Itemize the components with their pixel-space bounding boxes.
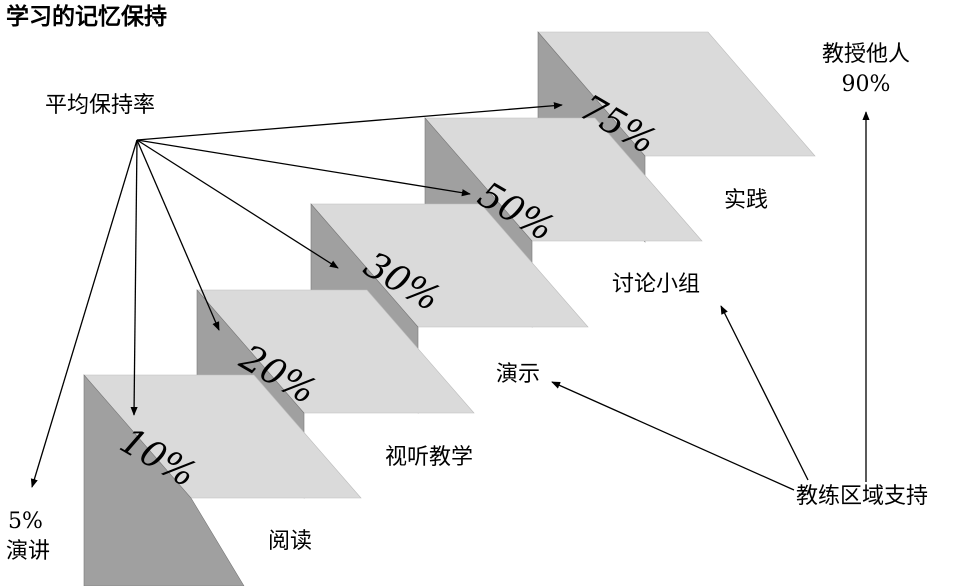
arrow-to-discussion	[720, 305, 809, 481]
diagram-title: 学习的记忆保持	[6, 3, 167, 30]
arrow-to-demo	[551, 381, 795, 491]
arrow-to-30	[136, 139, 339, 269]
discussion-group-label: 讨论小组	[612, 272, 700, 297]
practice-label: 实践	[724, 188, 768, 213]
arrow-to-10	[130, 139, 138, 416]
reading-label: 阅读	[268, 529, 312, 554]
average-retention-label: 平均保持率	[45, 93, 155, 118]
lecture-label: 演讲	[6, 539, 50, 564]
teaching-others-percent: 90%	[842, 72, 891, 97]
lecture-percent: 5%	[8, 509, 43, 534]
arrow-to-lecture	[30, 139, 138, 488]
staircase	[83, 31, 816, 586]
audiovisual-label: 视听教学	[385, 445, 473, 470]
demonstration-label: 演示	[496, 362, 540, 387]
coaching-support-label: 教练区域支持	[796, 484, 928, 509]
coach-arrows	[551, 111, 870, 491]
arrow-to-50	[136, 139, 471, 197]
teaching-others-label: 教授他人	[822, 42, 910, 67]
step-10-front	[83, 374, 245, 586]
retention-arrows	[30, 102, 563, 488]
arrow-to-75	[136, 102, 563, 141]
arrow-to-20	[136, 139, 220, 331]
